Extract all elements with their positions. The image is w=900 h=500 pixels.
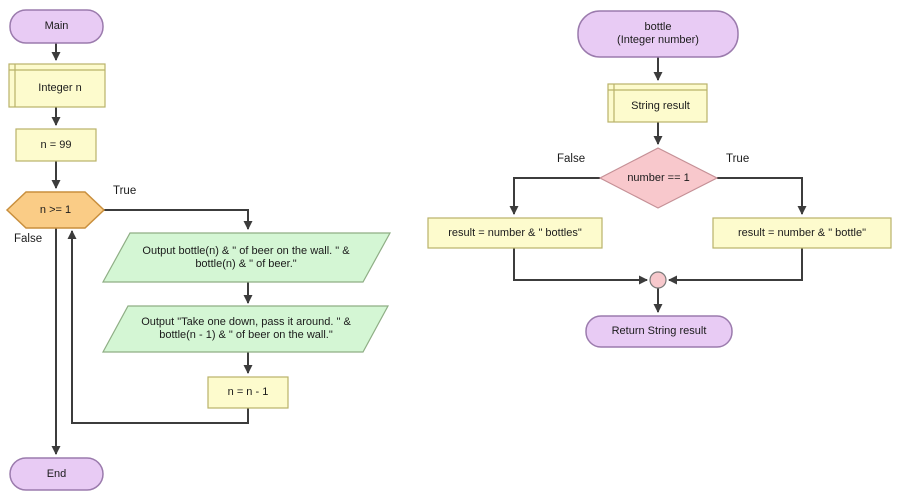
connector-loop-true-to-output1	[104, 209, 253, 230]
connector-condition-false-branch	[509, 177, 600, 215]
node-init-assignment[interactable]	[15, 128, 97, 162]
connector-true-result-to-merge	[668, 248, 803, 285]
declaration-divider-lines	[608, 84, 707, 122]
node-end-terminal[interactable]	[9, 457, 104, 491]
node-true-result-assignment[interactable]	[712, 217, 892, 249]
node-return-terminal[interactable]	[585, 315, 733, 348]
connector-false-result-to-merge	[513, 248, 648, 285]
node-bottle-terminal[interactable]	[577, 10, 739, 58]
node-condition-diamond[interactable]	[598, 147, 719, 209]
connector-loop-back	[67, 230, 249, 424]
node-decrement-assignment[interactable]	[207, 376, 289, 409]
connector-condition-true-branch	[717, 177, 807, 215]
declaration-divider-lines	[9, 64, 105, 107]
node-loop-condition-hexagon[interactable]	[5, 191, 106, 229]
node-integer-n-declaration[interactable]	[8, 63, 106, 108]
node-main-terminal[interactable]	[9, 9, 104, 44]
node-output1-parallelogram[interactable]	[101, 232, 392, 283]
node-output2-parallelogram[interactable]	[101, 305, 390, 353]
node-false-result-assignment[interactable]	[427, 217, 603, 249]
node-merge-circle[interactable]	[649, 271, 667, 289]
